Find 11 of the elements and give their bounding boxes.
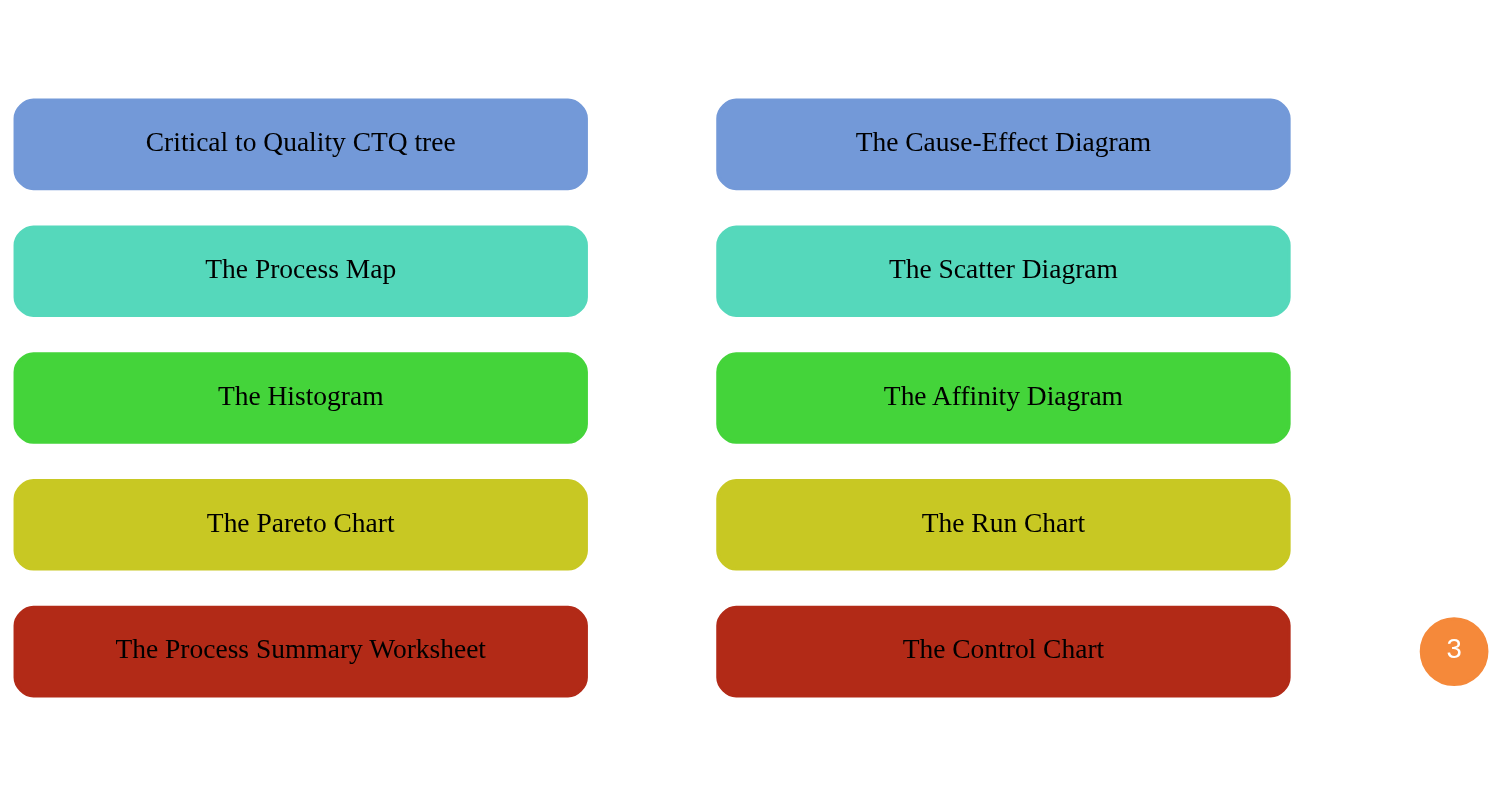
label: 3 (1446, 632, 1462, 664)
node-box: The Scatter Diagram (716, 224, 1291, 317)
node-box: The Pareto Chart (13, 478, 588, 571)
node-box: The Histogram (13, 351, 588, 444)
node-box: The Process Summary Worksheet (13, 605, 588, 697)
node-box: The Process Map (13, 224, 588, 317)
node-box: Critical to Quality CTQ tree (13, 98, 588, 190)
node-box: The Cause-Effect Diagram (716, 98, 1291, 190)
node-box: The Control Chart (716, 605, 1291, 697)
node-box: The Affinity Diagram (716, 351, 1291, 444)
node-box: The Run Chart (716, 478, 1291, 571)
